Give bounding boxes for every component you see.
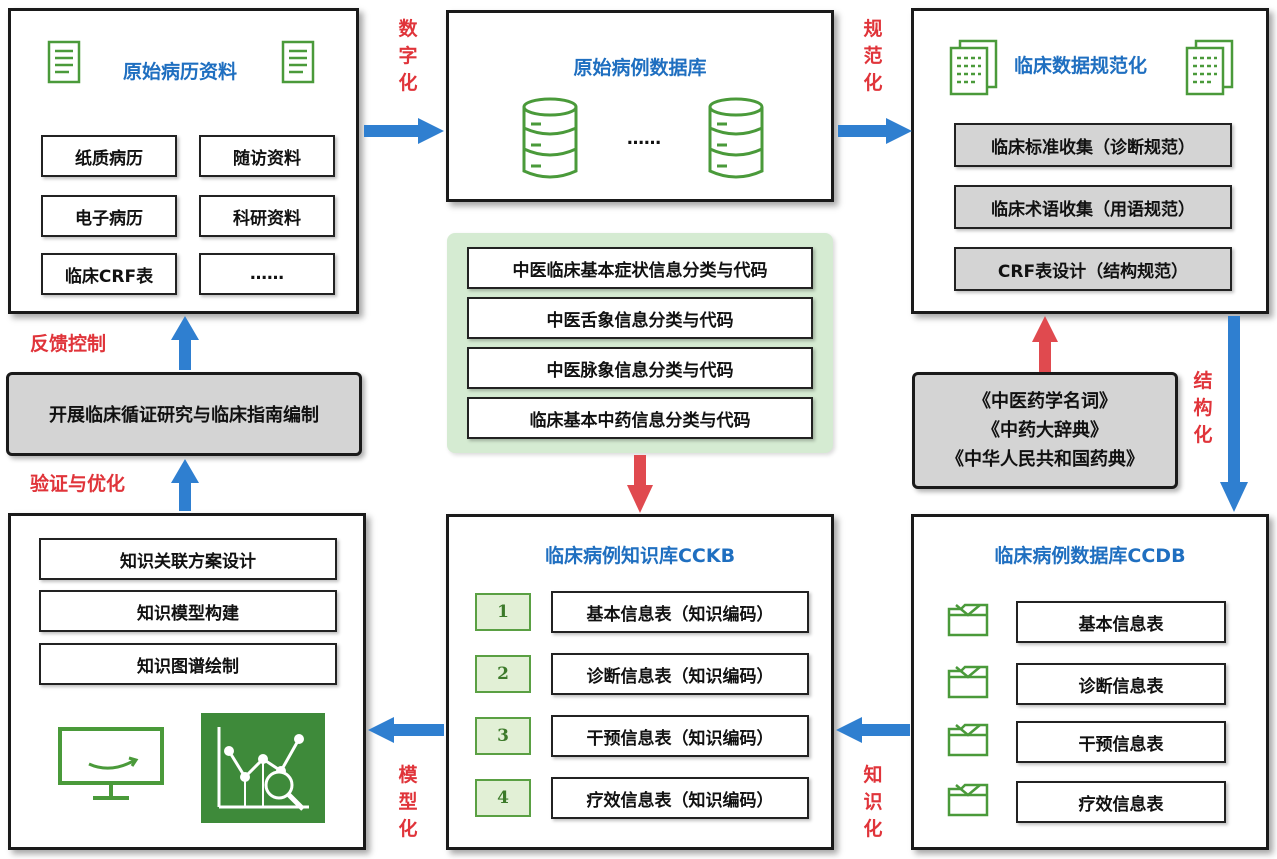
- label-char: 型: [398, 791, 418, 813]
- label-char: 结: [1193, 370, 1213, 392]
- monitor-icon: [58, 727, 164, 800]
- knowledge-association-design: 知识关联方案设计: [39, 538, 337, 580]
- knowledge-model-construction: 知识模型构建: [39, 590, 337, 632]
- ccdb-efficacy-table: 疗效信息表: [1016, 781, 1226, 823]
- folder-icon: [947, 603, 989, 637]
- cckb-row-number: 1: [475, 593, 531, 631]
- panel-title: 临床数据规范化: [1014, 55, 1148, 77]
- document-icon: [1185, 39, 1234, 96]
- source-research-data: 科研资料: [199, 195, 335, 237]
- source-electronic-records: 电子病历: [41, 195, 177, 237]
- norm-crf-design: CRF表设计（结构规范）: [954, 247, 1232, 291]
- panel-title: 临床病例知识库CCKB: [544, 545, 736, 567]
- label-knowledge: 知 识 化: [858, 762, 888, 843]
- reference-herb-dictionary: 《中药大辞典》: [982, 420, 1108, 441]
- norm-clinical-terms: 临床术语收集（用语规范）: [954, 185, 1232, 229]
- research-text: 开展临床循证研究与临床指南编制: [49, 405, 319, 426]
- folder-icon: [947, 723, 989, 757]
- label-char: 化: [398, 818, 418, 840]
- label-char: 化: [863, 818, 883, 840]
- source-paper-records: 纸质病历: [41, 135, 177, 177]
- arrow-down-icon: [1220, 316, 1248, 512]
- knowledge-model-panel: 知识关联方案设计 知识模型构建 知识图谱绘制: [8, 513, 366, 850]
- standard-symptom-codes: 中医临床基本症状信息分类与代码: [467, 247, 813, 289]
- label-char: 化: [398, 72, 418, 94]
- arrow-up-icon: [1032, 316, 1058, 372]
- label-char: 化: [863, 72, 883, 94]
- ccdb-intervention-table: 干预信息表: [1016, 721, 1226, 763]
- panel-title: 原始病例数据库: [573, 57, 707, 79]
- database-icon: [522, 97, 578, 179]
- folder-icon: [947, 783, 989, 817]
- ccdb-diagnosis-table: 诊断信息表: [1016, 663, 1226, 705]
- source-crf-form: 临床CRF表: [41, 253, 177, 295]
- panel-title: 临床病例数据库CCDB: [994, 545, 1186, 567]
- reference-pharmacopoeia: 《中华人民共和国药典》: [946, 449, 1144, 470]
- cckb-basic-info-table: 基本信息表（知识编码）: [551, 591, 809, 633]
- label-char: 知: [863, 764, 883, 786]
- label-char: 范: [863, 45, 883, 67]
- label-char: 识: [863, 791, 883, 813]
- document-icon: [281, 40, 315, 84]
- source-more: ……: [199, 253, 335, 295]
- label-char: 构: [1193, 397, 1213, 419]
- label-verify-optimize: 验证与优化: [30, 473, 126, 495]
- standard-tongue-codes: 中医舌象信息分类与代码: [467, 297, 813, 339]
- knowledge-graph-drawing: 知识图谱绘制: [39, 643, 337, 685]
- cckb-efficacy-table: 疗效信息表（知识编码）: [551, 777, 809, 819]
- label-model: 模 型 化: [393, 762, 423, 843]
- label-normalize: 规 范 化: [858, 16, 888, 97]
- references-box: 《中医药学名词》 《中药大辞典》 《中华人民共和国药典》: [912, 372, 1178, 489]
- label-char: 规: [863, 18, 883, 40]
- folder-icon: [947, 665, 989, 699]
- panel-title: 原始病历资料: [123, 61, 238, 83]
- cckb-row-number: 2: [475, 655, 531, 693]
- arrow-up-icon: [171, 459, 199, 511]
- arrow-right-icon: [838, 118, 912, 144]
- database-icon: [708, 97, 764, 179]
- norm-clinical-standards: 临床标准收集（诊断规范）: [954, 123, 1232, 167]
- document-icon: [949, 39, 998, 96]
- arrow-right-icon: [364, 118, 444, 144]
- label-char: 字: [398, 45, 418, 67]
- label-digitize: 数 字 化: [393, 16, 423, 97]
- ccdb-panel: 临床病例数据库CCDB 基本信息表 诊断信息表 干预信息表 疗效信息表: [911, 514, 1269, 850]
- source-followup-data: 随访资料: [199, 135, 335, 177]
- cckb-intervention-table: 干预信息表（知识编码）: [551, 715, 809, 757]
- cckb-diagnosis-table: 诊断信息表（知识编码）: [551, 653, 809, 695]
- cckb-row-number: 3: [475, 717, 531, 755]
- arrow-up-icon: [171, 316, 199, 370]
- arrow-left-icon: [836, 717, 910, 743]
- label-feedback-control: 反馈控制: [30, 333, 107, 355]
- cckb-row-number: 4: [475, 779, 531, 817]
- label-structure: 结 构 化: [1188, 368, 1218, 449]
- chart-analysis-icon: [201, 713, 325, 823]
- label-char: 数: [398, 18, 418, 40]
- standard-herb-codes: 临床基本中药信息分类与代码: [467, 397, 813, 439]
- label-char: 模: [398, 764, 418, 786]
- standard-pulse-codes: 中医脉象信息分类与代码: [467, 347, 813, 389]
- document-icon: [47, 40, 81, 84]
- reference-tcm-terms: 《中医药学名词》: [973, 391, 1117, 412]
- ccdb-basic-info-table: 基本信息表: [1016, 601, 1226, 643]
- normalization-panel: 临床数据规范化 临床标准收集（诊断规范） 临床术语收集（用语规范） CRF表设计…: [911, 8, 1269, 314]
- research-box: 开展临床循证研究与临床指南编制: [6, 372, 362, 456]
- cckb-panel: 临床病例知识库CCKB 1 基本信息表（知识编码） 2 诊断信息表（知识编码） …: [446, 514, 834, 850]
- database-ellipsis: ……: [627, 129, 661, 149]
- arrow-down-icon: [627, 455, 653, 513]
- label-char: 化: [1193, 424, 1213, 446]
- arrow-left-icon: [368, 717, 444, 743]
- original-database-panel: 原始病例数据库 ……: [446, 10, 834, 202]
- original-records-panel: 原始病历资料 纸质病历 随访资料 电子病历 科研资料 临床CRF表 ……: [8, 8, 359, 314]
- standards-panel: 中医临床基本症状信息分类与代码 中医舌象信息分类与代码 中医脉象信息分类与代码 …: [447, 233, 833, 453]
